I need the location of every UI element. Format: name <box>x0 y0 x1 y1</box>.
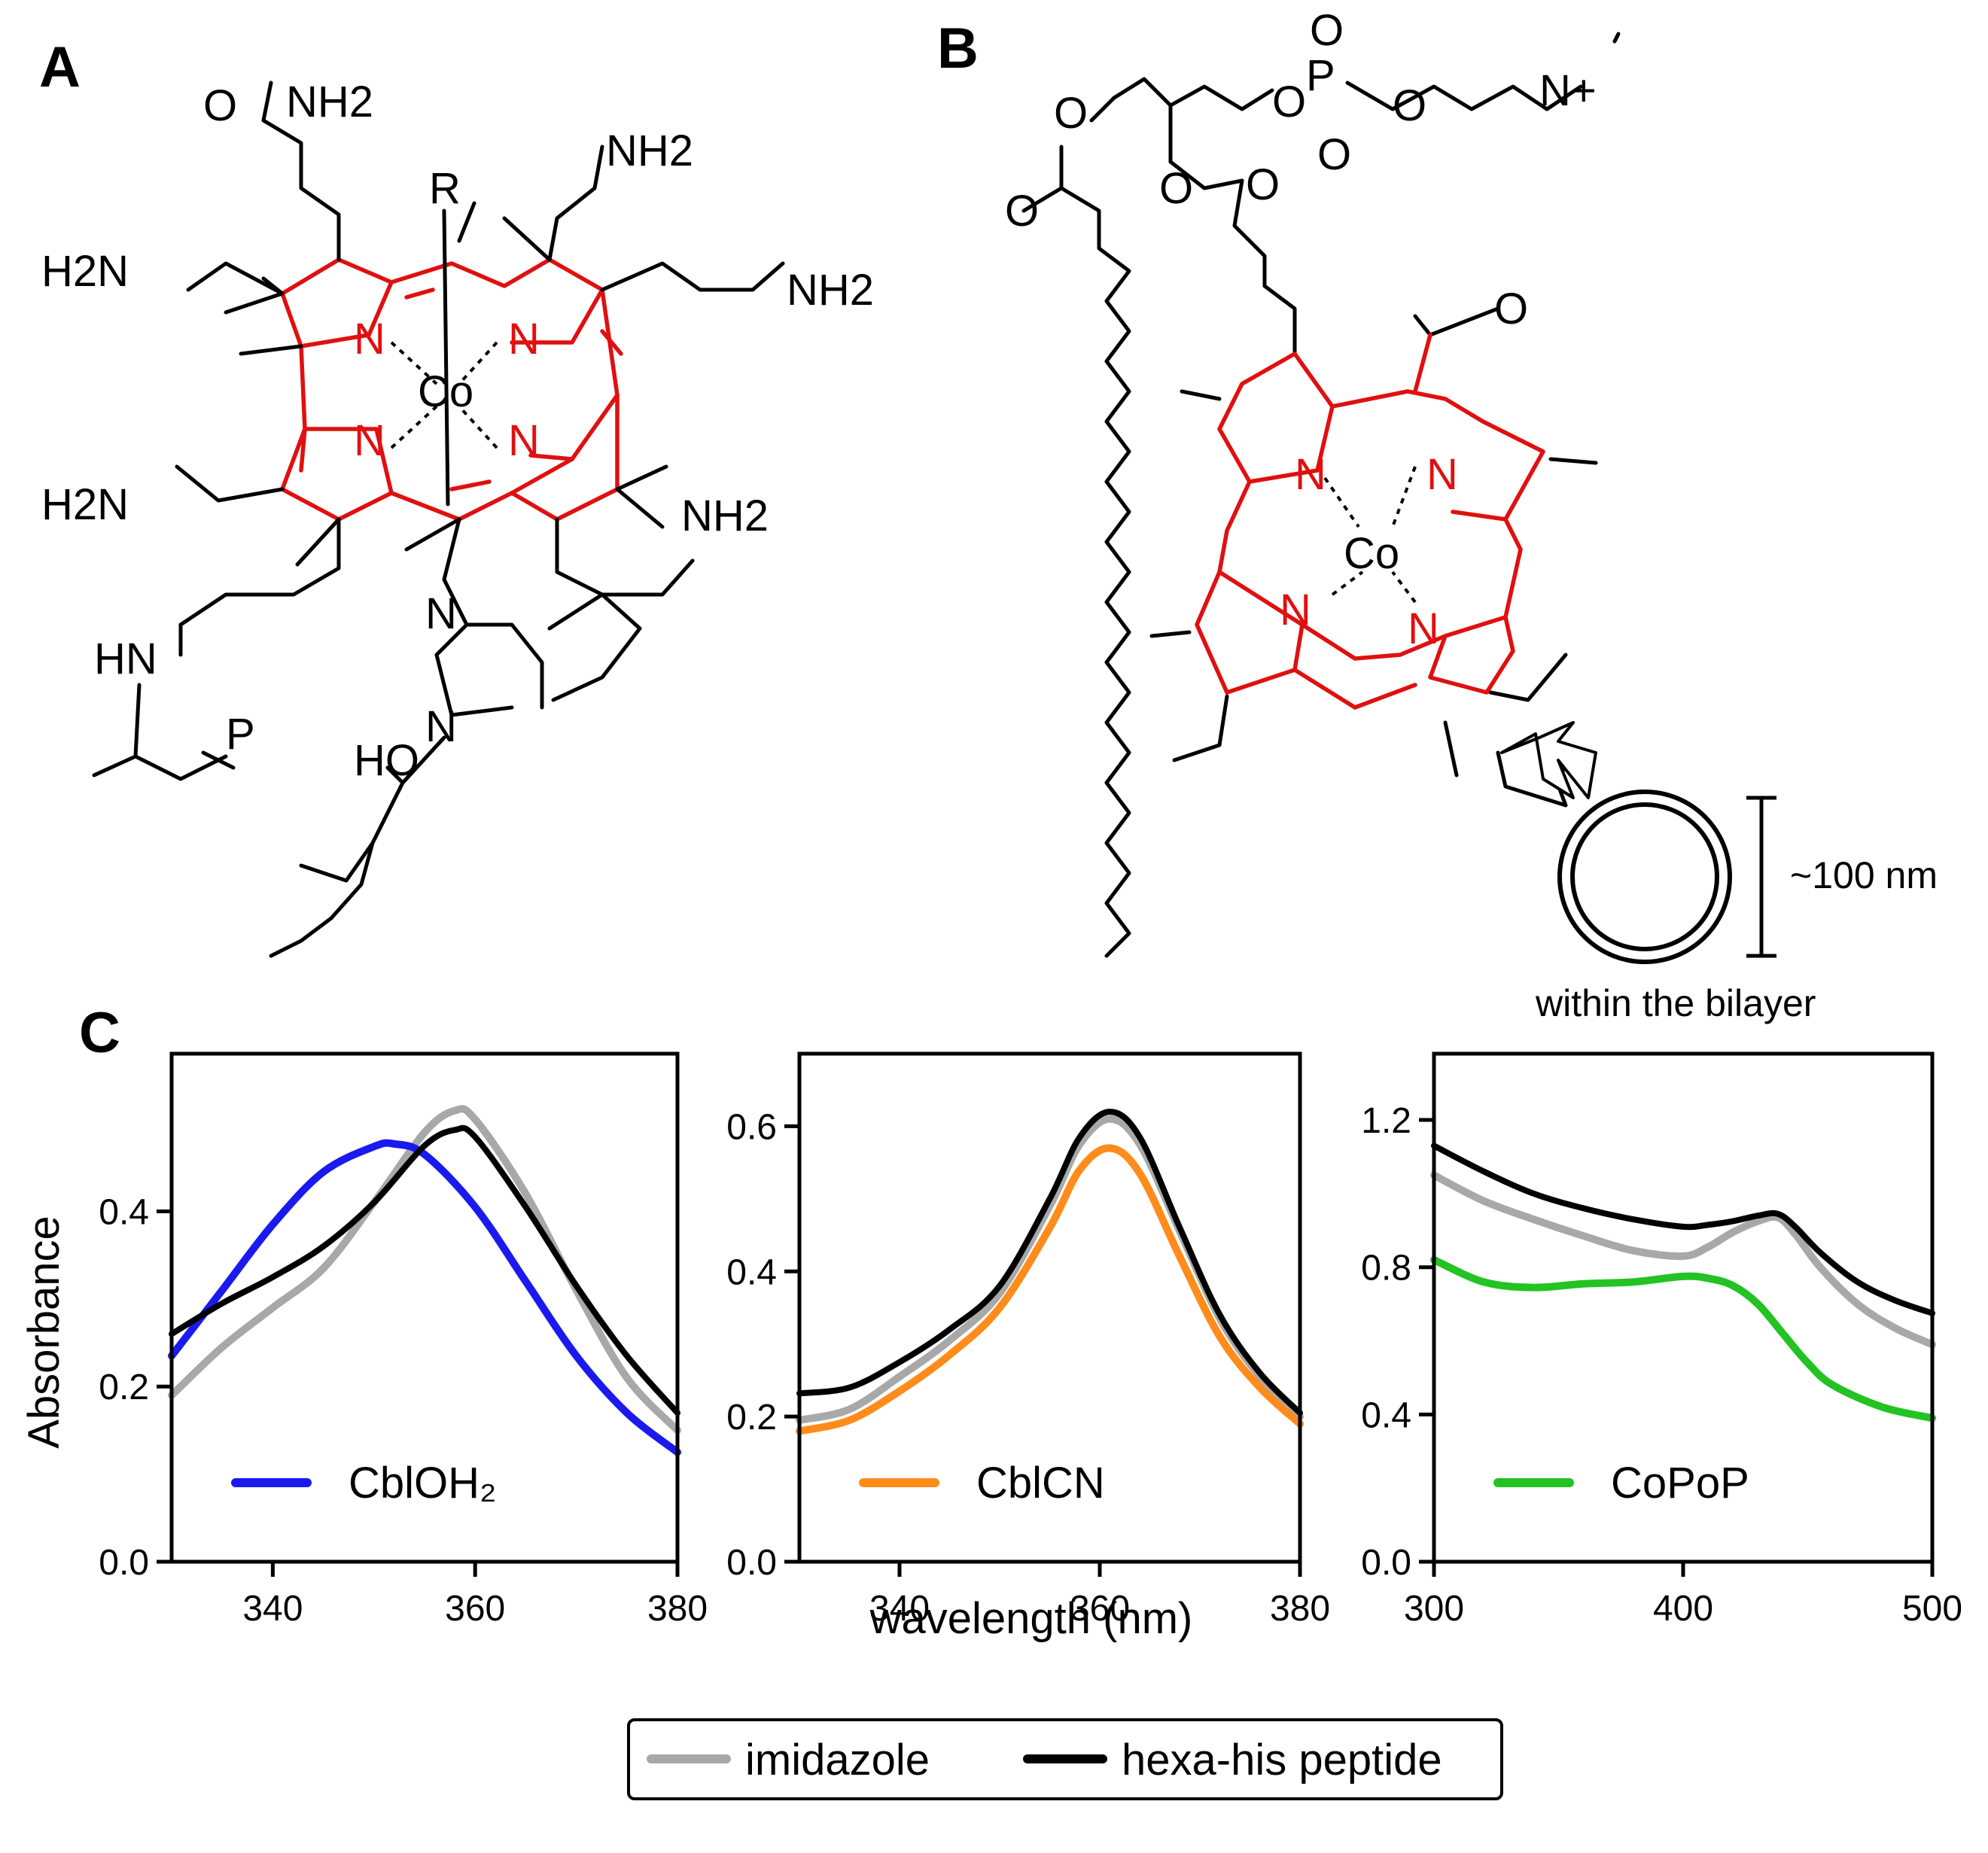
y-tick-label: 0.4 <box>1361 1395 1411 1435</box>
x-tick-label: 400 <box>1653 1589 1713 1629</box>
atom-label: N <box>425 589 457 638</box>
structure-b: O O O O O P O O O N+ O Co N N N N ~100 n… <box>1005 6 1938 1024</box>
shared-legend: imidazole hexa-his peptide <box>627 1718 1503 1800</box>
series-line-cblcn-cblcn <box>796 1144 1304 1435</box>
x-tick-label: 380 <box>1270 1589 1330 1629</box>
series-line-cbloh2-imidazole <box>168 1105 681 1435</box>
y-axis-title: Absorbance <box>20 1216 68 1449</box>
atom-label: O <box>1393 81 1426 130</box>
x-tick-label: 360 <box>445 1589 505 1629</box>
x-axis-title: wavelength (nm) <box>869 1594 1193 1643</box>
atom-label: P <box>1306 51 1335 100</box>
x-tick-label: 300 <box>1404 1589 1464 1629</box>
atom-label: H2N <box>41 480 129 529</box>
y-tick-label: 0.8 <box>1361 1249 1411 1289</box>
corrin-core <box>280 257 623 522</box>
atom-label: O <box>1317 130 1351 179</box>
x-tick-label: 340 <box>242 1589 303 1629</box>
atom-label: O <box>1159 164 1193 213</box>
atom-label: NH2 <box>606 126 693 175</box>
arrow-icon <box>1500 721 1597 799</box>
x-tick-label: 360 <box>1070 1589 1130 1629</box>
plot-frame <box>797 1051 1302 1564</box>
y-tick-label: 0.4 <box>726 1252 777 1292</box>
y-tick-label: 0.6 <box>726 1107 777 1147</box>
corrin-substituents <box>92 81 785 958</box>
y-tick-label: 0.4 <box>99 1192 149 1232</box>
atom-label: N <box>1408 604 1439 653</box>
atom-label: O <box>203 81 237 130</box>
atom-label: N <box>508 416 540 465</box>
atom-label: N <box>1280 586 1311 634</box>
plot-frame <box>169 1051 680 1564</box>
atom-label: O <box>1272 78 1306 126</box>
legend-label-copop: CoPoP <box>1611 1459 1749 1508</box>
vesicle-icon <box>1557 790 1732 964</box>
atom-label: N+ <box>1539 66 1597 115</box>
atom-label: N <box>354 416 385 465</box>
atom-label: O <box>1054 89 1088 138</box>
porphyrin-core <box>1195 333 1545 710</box>
atom-label: O <box>1310 6 1344 55</box>
y-tick-label: 0.0 <box>726 1543 777 1583</box>
structure-a: NH2 NH2 H2N NH2 H2N NH2 HN O Co N N N N … <box>41 78 874 958</box>
atom-label: N <box>425 702 457 751</box>
panel-label-a: A <box>39 35 81 99</box>
y-tick-label: 0.0 <box>1361 1543 1411 1583</box>
series-line-cblcn-hexa-his <box>796 1109 1303 1416</box>
y-tick-label: 0.2 <box>726 1398 777 1438</box>
y-tick-label: 0.0 <box>99 1543 149 1583</box>
atom-label: HN <box>94 634 157 683</box>
legend-label-cblcn: CblCN <box>976 1459 1105 1508</box>
atom-label: P <box>226 710 255 759</box>
atom-label: O <box>1246 160 1280 209</box>
atom-label: H2N <box>41 247 129 296</box>
series-line-cbloh2-cbloh2 <box>168 1139 681 1456</box>
y-tick-label: 0.2 <box>99 1368 149 1407</box>
x-tick-label: 380 <box>647 1589 708 1629</box>
atom-label: NH2 <box>787 266 874 315</box>
legend-label-hexa-his: hexa-his peptide <box>1122 1736 1442 1785</box>
atom-label: O <box>1494 284 1528 333</box>
atom-label: HO <box>354 736 419 785</box>
atom-label: N <box>1426 450 1458 499</box>
y-tick-label: 1.2 <box>1361 1101 1411 1141</box>
series-line-copop-copop <box>1430 1255 1936 1422</box>
panel-label-c: C <box>79 1001 120 1065</box>
series-line-copop-imidazole <box>1430 1171 1936 1349</box>
vesicle-inner-icon <box>1570 802 1719 951</box>
series-line-cbloh2-hexa-his <box>169 1124 680 1416</box>
x-tick-label: 500 <box>1902 1589 1962 1629</box>
cobalt-bonds <box>390 341 498 449</box>
panel-label-b: B <box>937 17 979 81</box>
atom-label: Co <box>1344 529 1399 578</box>
atom-label: NH2 <box>681 491 769 540</box>
atom-label: N <box>508 315 540 364</box>
scale-label: ~100 nm <box>1790 854 1938 896</box>
scale-bar <box>1746 796 1776 958</box>
series-line-copop-hexa-his <box>1431 1143 1935 1316</box>
atom-label: O <box>1005 187 1039 236</box>
vesicle-label: within the bilayer <box>1535 982 1816 1024</box>
x-tick-label: 340 <box>869 1589 930 1629</box>
atom-label: N <box>1295 450 1326 499</box>
atom-label: N <box>354 315 385 364</box>
cobalt-bonds-b <box>1323 466 1417 604</box>
atom-label: Co <box>418 367 473 416</box>
legend-label-cbloh2: CblOH₂ <box>349 1459 497 1508</box>
atom-label: NH2 <box>286 78 373 126</box>
legend-label-imidazole: imidazole <box>745 1736 930 1785</box>
atom-label: R <box>429 164 461 213</box>
